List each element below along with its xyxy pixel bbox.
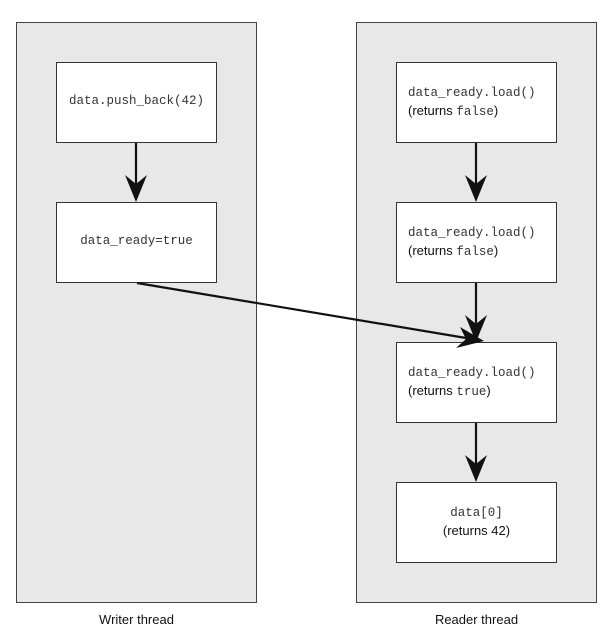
data-index-returns: (returns 42)	[442, 523, 511, 538]
load-box-3: data_ready.load() (returns true)	[396, 342, 557, 423]
load-box-2: data_ready.load() (returns false)	[396, 202, 557, 283]
data-ready-store-box: data_ready=true	[56, 202, 217, 283]
data-index-call: data[0]	[450, 506, 503, 520]
load-returns-1: (returns false)	[408, 103, 499, 119]
push-back-box: data.push_back(42)	[56, 62, 217, 143]
load-returns-3: (returns true)	[408, 383, 491, 399]
load-call-2: data_ready.load()	[408, 226, 536, 240]
push-back-label: data.push_back(42)	[68, 94, 205, 108]
writer-thread-label: Writer thread	[99, 612, 174, 627]
load-call-3: data_ready.load()	[408, 366, 536, 380]
data-ready-store-label: data_ready=true	[80, 234, 193, 248]
data-index-box: data[0] (returns 42)	[396, 482, 557, 563]
load-box-1: data_ready.load() (returns false)	[396, 62, 557, 143]
reader-thread-label: Reader thread	[434, 612, 519, 627]
load-returns-2: (returns false)	[408, 243, 499, 259]
load-call-1: data_ready.load()	[408, 86, 536, 100]
